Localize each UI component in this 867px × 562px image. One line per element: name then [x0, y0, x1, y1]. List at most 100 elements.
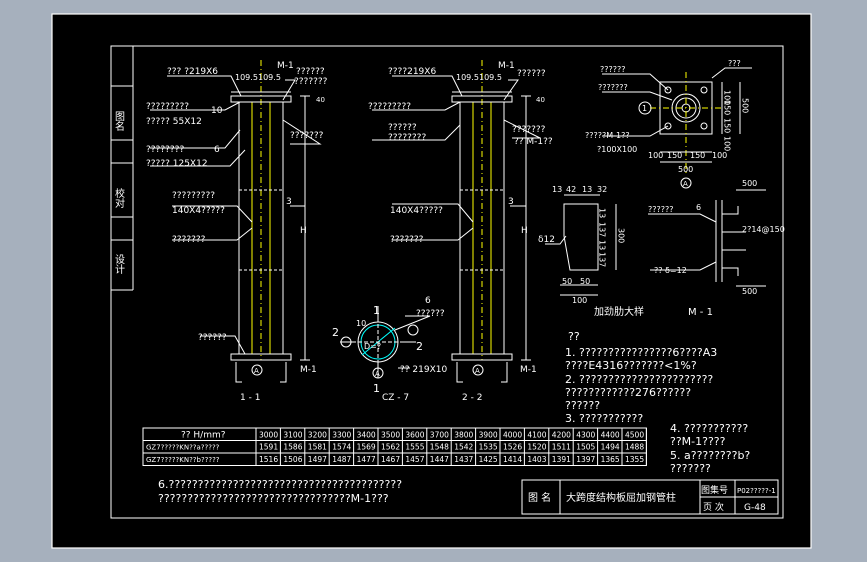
table-header-cell: 4500 [625, 431, 644, 440]
stf-dim-3: 13 [582, 185, 592, 194]
table-cell: 1487 [332, 455, 351, 464]
table-cell: 1414 [503, 455, 522, 464]
tb-set-no: P02?????-1 [737, 487, 776, 495]
left-section-label: 1 - 1 [240, 393, 260, 403]
table-header-cell: 3000 [259, 431, 278, 440]
left-mark-right-1: ?????? [296, 67, 325, 77]
table-cell: 1457 [405, 455, 424, 464]
right-mark-r1: ?????? [517, 69, 546, 79]
stf-dim-6: 137 [598, 222, 607, 237]
table-cell: 1591 [259, 443, 278, 452]
bp-dim-b1: 100 [648, 151, 663, 160]
note-line-1: 1. ????????????????6????A3 [565, 346, 717, 359]
notes-heading: ?? [568, 330, 580, 343]
tb-page-label: 页 次 [703, 501, 724, 513]
left-end-mark: A [254, 367, 259, 375]
tb-page-no: G-48 [744, 503, 766, 513]
bp-dim-b2: 150 [667, 151, 682, 160]
right-callout-2: ????????? [368, 102, 411, 112]
drawing-sheet [51, 13, 812, 549]
table-cell: 1548 [430, 443, 449, 452]
left-mark-10: 10 [211, 106, 223, 116]
m1-dim-1: 500 [742, 179, 757, 188]
table-header-cell: 3400 [357, 431, 376, 440]
stf-title: 加劲肋大样 [594, 305, 644, 318]
side-label-check: 校对 [113, 187, 125, 208]
cz7-mark-1b: 1 [373, 382, 380, 395]
left-mark-6: 6 [214, 145, 220, 155]
table-cell: 1586 [283, 443, 302, 452]
table-cell: 1397 [576, 455, 595, 464]
stf-dim-5: 13 [598, 208, 607, 218]
left-column-elevation [150, 60, 322, 383]
cz7-label: CZ - 7 [382, 393, 409, 403]
table-cell: 1391 [552, 455, 571, 464]
bp-callout-4: ?100X100 [597, 145, 637, 154]
note-line-9: 5. a????????b? [670, 449, 750, 462]
cz7-callout-2: ?? 219X10 [400, 365, 447, 375]
m1-title: M - 1 [688, 307, 713, 318]
left-callout-3: ????? 55X12 [146, 117, 202, 127]
bp-dim-r1: 100 [723, 90, 732, 105]
bp-callout-1: ?????? [600, 65, 625, 74]
cz7-mark-6: 6 [425, 296, 431, 306]
table-cell: 1574 [332, 443, 351, 452]
note6-line-1: 6.??????????????????????????????????????… [158, 478, 402, 491]
stiffener-detail [545, 194, 617, 296]
stf-dim-7: 13 [598, 240, 607, 250]
table-header-cell: 3300 [332, 431, 351, 440]
m1-callout-3: 2?14@150 [742, 225, 785, 234]
table-cell: 1477 [357, 455, 376, 464]
table-cell: 1437 [454, 455, 473, 464]
right-mark-40: 40 [536, 96, 545, 104]
cz7-callout-3: 10 [356, 319, 366, 328]
left-callout-9: ?????? [198, 333, 227, 343]
table-header-cell: 4000 [503, 431, 522, 440]
table-header-cell: 3800 [454, 431, 473, 440]
table-header-cell: 4300 [576, 431, 595, 440]
m1-mark-6: 6 [696, 203, 701, 212]
right-mark-h: H [521, 226, 528, 236]
table-row-label: GZ7?????KN??a????? [146, 444, 220, 452]
table-row-label: GZ7?????KN??b????? [146, 456, 220, 464]
table-cell: 1511 [552, 443, 571, 452]
tb-set-label: 图集号 [701, 484, 728, 496]
bp-dim-b3: 150 [690, 151, 705, 160]
right-mark-m1-bottom: M-1 [520, 365, 537, 375]
right-mark-m1-top: M-1 [498, 61, 515, 71]
right-mark-3: 3 [508, 197, 514, 207]
stf-dim-4: 32 [597, 185, 607, 194]
side-strip [111, 46, 134, 291]
bp-callout-3: ?????M-1?? [585, 131, 630, 140]
bp-dim-r4: 100 [723, 136, 732, 151]
right-callout-4: ???????? [388, 133, 426, 143]
table-cell: 1555 [405, 443, 424, 452]
table-header-cell: 3500 [381, 431, 400, 440]
bp-callout-2: ??????? [598, 83, 628, 92]
right-dim-109a: 109.5 [456, 73, 479, 82]
table-cell: 1497 [308, 455, 327, 464]
table-cell: 1467 [381, 455, 400, 464]
table-header-cell: 3100 [283, 431, 302, 440]
bp-dim-top: ??? [728, 59, 741, 68]
table-header-cell: 4100 [527, 431, 546, 440]
left-callout-7: 140X4????? [172, 206, 225, 216]
left-callout-8: ??????? [172, 235, 206, 245]
stf-thickness: δ12 [538, 235, 555, 245]
stf-dim-8: 137 [598, 252, 607, 267]
m1-callout-2: ?? δ=12 [654, 266, 687, 275]
left-mark-3: 3 [286, 197, 292, 207]
note-line-4: ????????????276?????? [565, 386, 691, 399]
right-column-elevation [372, 60, 541, 383]
side-label-design: 设计 [113, 254, 125, 275]
note6-line-2: ?????????????????????????????????M-1??? [158, 492, 389, 505]
stf-dim-10: 100 [572, 296, 587, 305]
right-callout-6: ??????? [390, 235, 424, 245]
section-cz7 [340, 306, 431, 379]
left-mark-right-3: ??????? [290, 131, 324, 141]
left-callout-5: ????? 125X12 [146, 159, 208, 169]
table-cell: 1535 [479, 443, 498, 452]
table-cell: 1494 [601, 443, 620, 452]
stf-dim-12: 50 [580, 277, 590, 286]
